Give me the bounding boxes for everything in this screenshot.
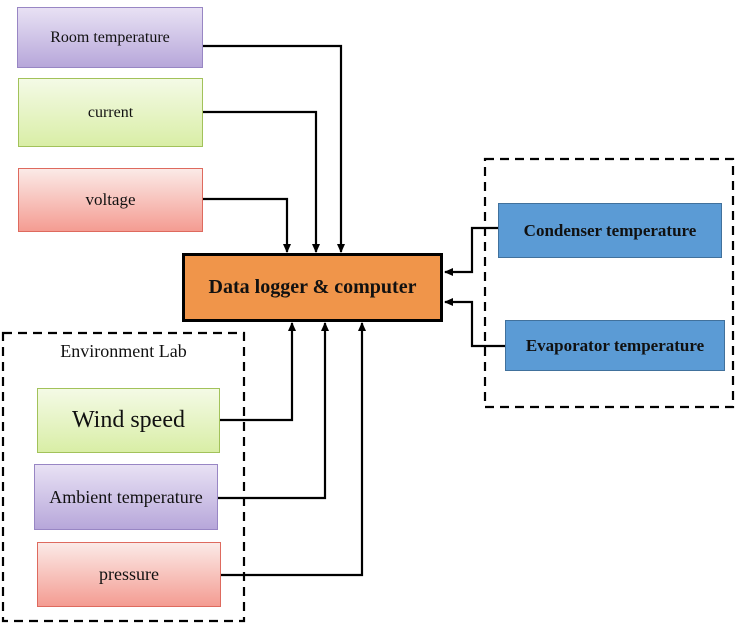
node-ambient-temperature: Ambient temperature xyxy=(34,464,218,530)
node-label: Wind speed xyxy=(71,407,185,433)
node-room-temperature: Room temperature xyxy=(17,7,203,68)
node-label: Room temperature xyxy=(50,28,170,46)
connector-room-temperature-arrow xyxy=(203,44,345,253)
connector-current-arrow xyxy=(203,110,320,253)
node-condenser-temperature: Condenser temperature xyxy=(498,203,722,258)
node-data-logger-computer: Data logger & computer xyxy=(182,253,443,322)
node-evaporator-temperature: Evaporator temperature xyxy=(505,320,725,371)
node-label: Condenser temperature xyxy=(523,220,697,240)
connector-wind-speed-arrow xyxy=(220,322,296,422)
connector-condenser-temperature-arrow xyxy=(444,226,498,276)
connector-voltage-arrow xyxy=(203,197,291,253)
node-label: Data logger & computer xyxy=(208,276,417,298)
connector-evaporator-temperature-arrow xyxy=(444,298,505,348)
node-label: current xyxy=(87,103,134,121)
environment-lab-group-label: Environment Lab xyxy=(60,341,187,361)
node-pressure: pressure xyxy=(37,542,221,607)
node-label: Ambient temperature xyxy=(49,486,203,507)
node-current: current xyxy=(18,78,203,147)
node-voltage: voltage xyxy=(18,168,203,232)
node-label: voltage xyxy=(85,190,136,209)
node-label: pressure xyxy=(99,564,159,584)
node-label: Evaporator temperature xyxy=(525,335,705,355)
node-wind-speed: Wind speed xyxy=(37,388,220,453)
